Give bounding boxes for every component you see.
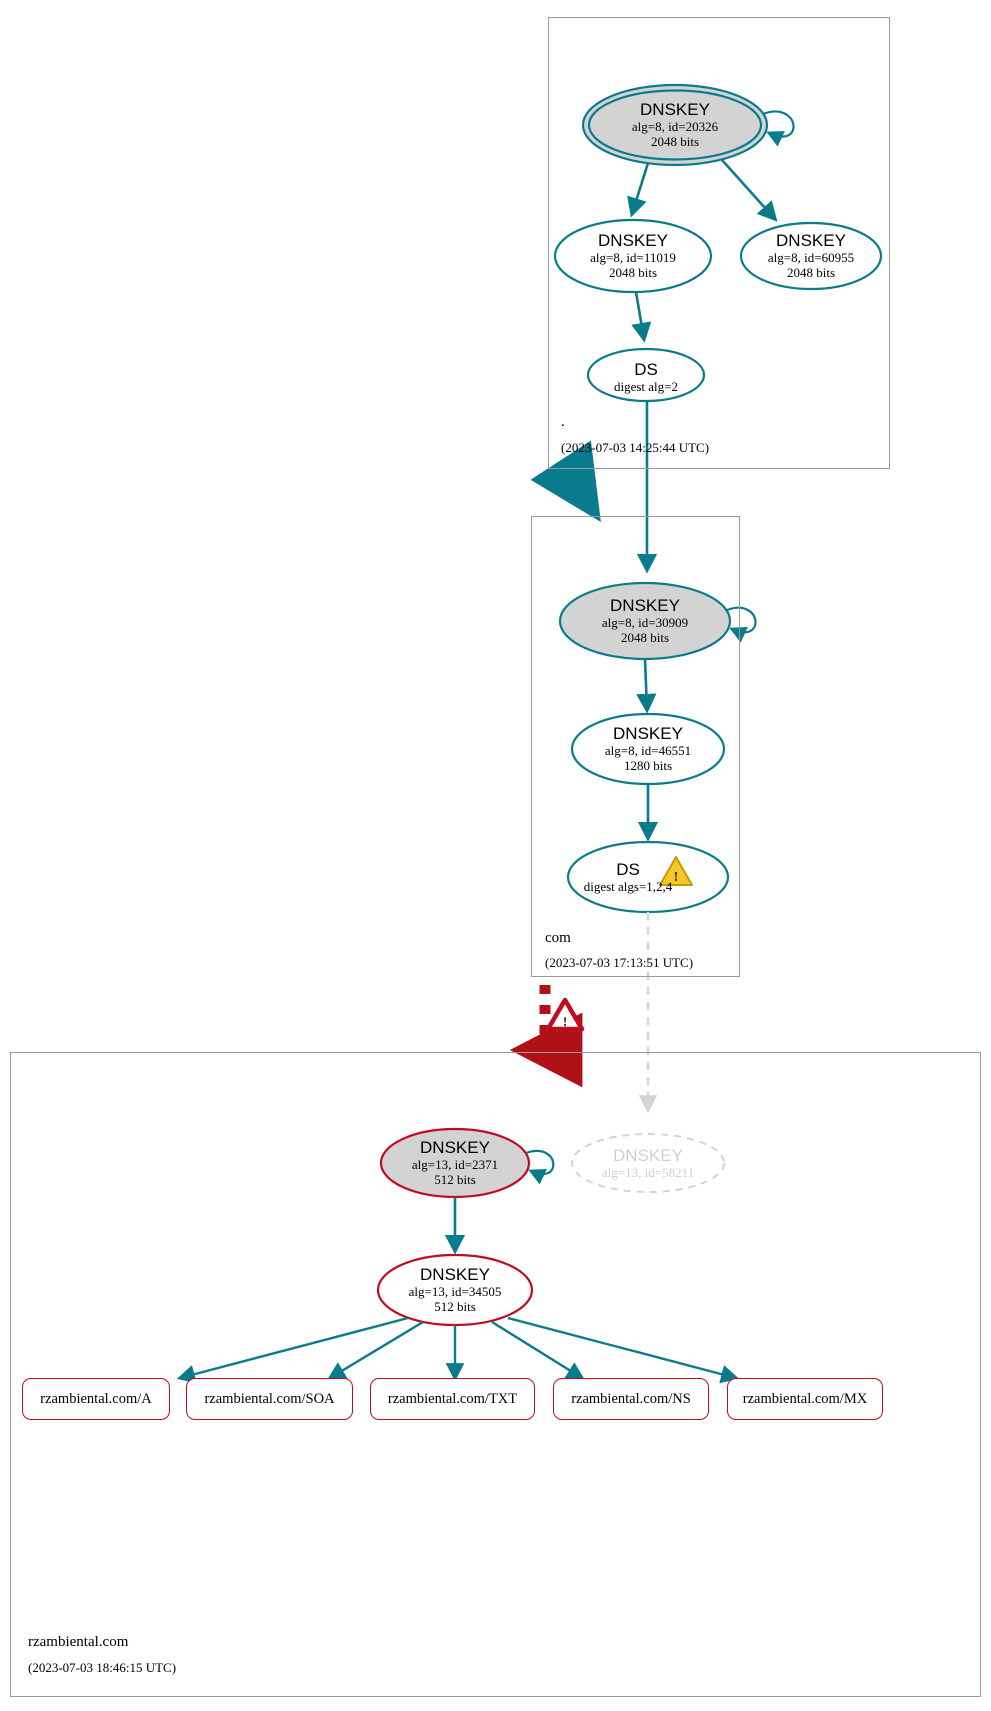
zone-label-com: com — [545, 930, 571, 946]
rrset-box-a[interactable]: rzambiental.com/A — [22, 1378, 170, 1420]
zone-box-com — [531, 516, 740, 977]
node-root-ksk[interactable] — [581, 83, 795, 167]
node-rz-dnskey-58211[interactable] — [571, 1133, 725, 1193]
delegation-root-to-com — [530, 440, 601, 523]
zone-box-rzambiental — [10, 1052, 981, 1697]
rrset-box-mx[interactable]: rzambiental.com/MX — [727, 1378, 883, 1420]
svg-text:!: ! — [563, 1014, 567, 1029]
edge-com-ksk-to-zsk — [636, 658, 657, 714]
edge-rz-zsk-to-a — [176, 1316, 409, 1384]
warning-icon-broken-delegation: ! — [545, 997, 585, 1032]
zone-label-rzambiental: rzambiental.com — [28, 1634, 129, 1650]
rrset-box-soa[interactable]: rzambiental.com/SOA — [186, 1378, 353, 1420]
edge-rz-zsk-to-ns — [491, 1320, 585, 1380]
rrset-box-txt[interactable]: rzambiental.com/TXT — [370, 1378, 535, 1420]
warning-icon-com-ds: ! — [659, 856, 693, 886]
edge-rz-zsk-to-soa — [327, 1320, 424, 1380]
edge-root-ksk-to-zsk11019 — [627, 162, 650, 218]
zone-box-root — [548, 17, 890, 469]
node-root-zsk-11019[interactable] — [553, 218, 713, 294]
edge-root-ksk-to-zsk60955 — [721, 159, 778, 222]
rrset-box-ns[interactable]: rzambiental.com/NS — [553, 1378, 709, 1420]
node-com-ksk[interactable] — [558, 581, 757, 661]
zone-label-root: . — [561, 414, 565, 430]
node-root-zsk-60955[interactable] — [739, 221, 883, 291]
edge-rz-zsk-to-mx — [507, 1316, 740, 1384]
zone-timestamp-rzambiental: (2023-07-03 18:46:15 UTC) — [28, 1660, 177, 1675]
svg-text:!: ! — [674, 870, 679, 885]
zone-timestamp-com: (2023-07-03 17:13:51 UTC) — [545, 955, 694, 970]
edge-root-zsk-to-ds — [631, 291, 652, 343]
zone-timestamp-root: (2023-07-03 14:25:44 UTC) — [561, 440, 710, 455]
